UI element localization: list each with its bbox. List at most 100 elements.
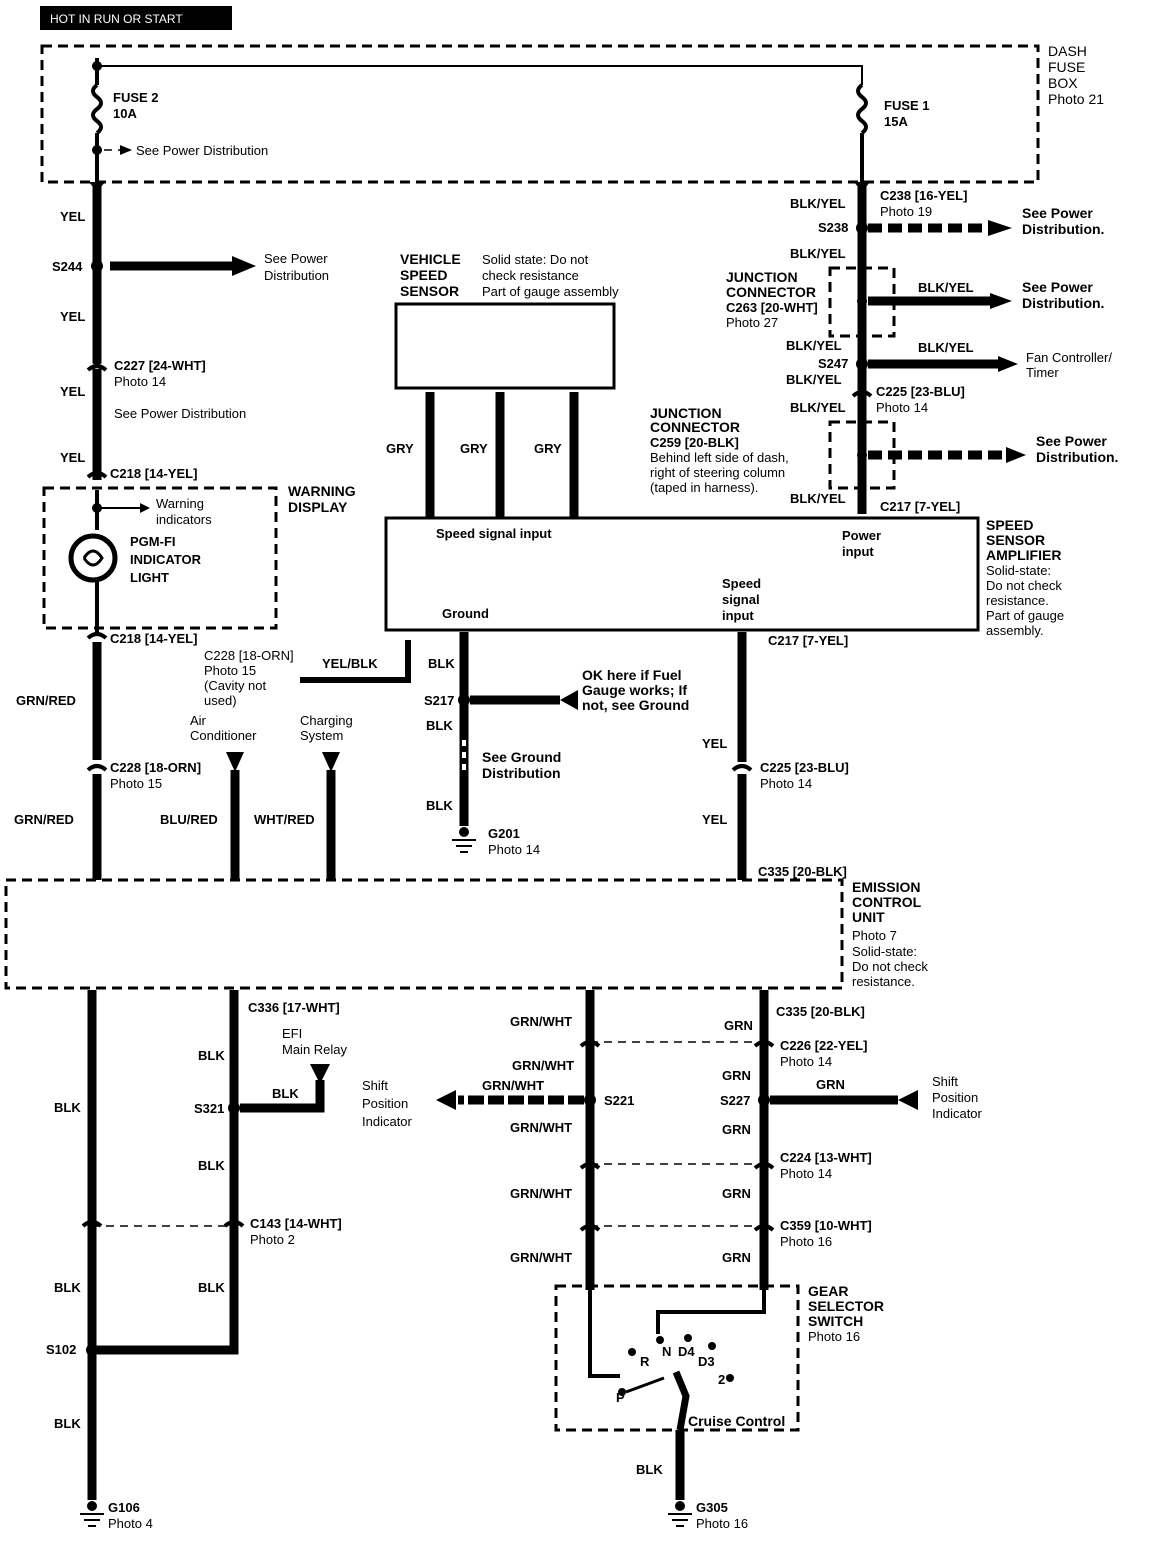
svg-text:GRN/RED: GRN/RED — [14, 812, 74, 827]
svg-text:See Ground: See Ground — [482, 749, 561, 765]
connector-c218-bottom: C218 [14-YEL] — [110, 631, 197, 646]
svg-text:P: P — [616, 1390, 625, 1405]
svg-text:Warning: Warning — [156, 496, 204, 511]
svg-text:GRN: GRN — [722, 1068, 751, 1083]
svg-text:Distribution.: Distribution. — [1036, 449, 1118, 465]
svg-text:2: 2 — [718, 1372, 725, 1387]
svg-text:Conditioner: Conditioner — [190, 728, 257, 743]
svg-text:resistance.: resistance. — [986, 593, 1049, 608]
svg-text:WHT/RED: WHT/RED — [254, 812, 315, 827]
svg-text:GRY: GRY — [460, 441, 488, 456]
svg-text:GRN/RED: GRN/RED — [16, 693, 76, 708]
svg-text:Photo 21: Photo 21 — [1048, 91, 1104, 107]
svg-text:GRN: GRN — [724, 1018, 753, 1033]
svg-text:YEL/BLK: YEL/BLK — [322, 656, 378, 671]
svg-text:input: input — [842, 544, 874, 559]
svg-text:INDICATOR: INDICATOR — [130, 552, 202, 567]
fuse-2-label: FUSE 2 — [113, 90, 159, 105]
header-box — [40, 6, 232, 30]
svg-text:DASH: DASH — [1048, 43, 1087, 59]
svg-text:Distribution: Distribution — [482, 765, 561, 781]
speed-sensor-amplifier-box — [384, 516, 980, 632]
svg-text:Solid state: Do not: Solid state: Do not — [482, 252, 589, 267]
svg-text:See Power Distribution: See Power Distribution — [114, 406, 246, 421]
svg-text:Cruise Control: Cruise Control — [688, 1413, 785, 1429]
connector-c225-bottom: C225 [23-BLU] — [760, 760, 849, 775]
dash-fuse-box-label: DASH FUSE BOX Photo 21 — [1048, 43, 1104, 107]
svg-text:not, see Ground: not, see Ground — [582, 697, 689, 713]
svg-text:(Cavity not: (Cavity not — [204, 678, 267, 693]
svg-text:Main Relay: Main Relay — [282, 1042, 348, 1057]
emission-control-unit-label: EMISSION CONTROL UNIT Photo 7 Solid-stat… — [852, 879, 928, 989]
svg-text:GRN/WHT: GRN/WHT — [510, 1120, 572, 1135]
svg-text:UNIT: UNIT — [852, 909, 885, 925]
svg-text:C259 [20-BLK]: C259 [20-BLK] — [650, 435, 739, 450]
gear-selector-switch-label: GEAR SELECTOR SWITCH Photo 16 — [808, 1283, 884, 1344]
svg-text:GRN/WHT: GRN/WHT — [510, 1014, 572, 1029]
svg-text:GRN: GRN — [722, 1186, 751, 1201]
warning-display-box — [42, 486, 278, 630]
svg-text:Photo 2: Photo 2 — [250, 1232, 295, 1247]
svg-text:OK here if Fuel: OK here if Fuel — [582, 667, 682, 683]
connector-c228-bottom: C228 [18-ORN] — [110, 760, 201, 775]
svg-text:AMPLIFIER: AMPLIFIER — [986, 547, 1061, 563]
svg-text:GRN: GRN — [722, 1250, 751, 1265]
gear-selector-switch-box — [554, 1284, 800, 1432]
svg-text:used): used) — [204, 693, 237, 708]
svg-text:BLU/RED: BLU/RED — [160, 812, 218, 827]
svg-text:R: R — [640, 1354, 650, 1369]
svg-text:JUNCTION: JUNCTION — [726, 269, 798, 285]
svg-text:Behind left side of dash,: Behind left side of dash, — [650, 450, 789, 465]
speed-sensor-amplifier-label: SPEED SENSOR AMPLIFIER Solid-state: Do n… — [986, 517, 1064, 638]
svg-text:Photo 14: Photo 14 — [780, 1166, 832, 1181]
see-power-distribution: See Power Distribution — [136, 143, 268, 158]
pgm-fi-label: PGM-FI — [130, 534, 176, 549]
svg-text:Part of gauge assembly: Part of gauge assembly — [482, 284, 619, 299]
svg-text:FUSE: FUSE — [1048, 59, 1085, 75]
svg-text:GRN: GRN — [722, 1122, 751, 1137]
svg-text:Position: Position — [362, 1096, 408, 1111]
svg-text:GRY: GRY — [386, 441, 414, 456]
svg-text:System: System — [300, 728, 343, 743]
svg-text:Photo 15: Photo 15 — [204, 663, 256, 678]
ground-g201-icon — [452, 827, 476, 853]
svg-text:Photo 16: Photo 16 — [780, 1234, 832, 1249]
svg-text:Charging: Charging — [300, 713, 353, 728]
svg-text:SPEED: SPEED — [400, 267, 447, 283]
svg-text:N: N — [662, 1344, 671, 1359]
svg-text:YEL: YEL — [60, 209, 85, 224]
svg-text:BLK: BLK — [636, 1462, 663, 1477]
svg-text:D4: D4 — [678, 1344, 695, 1359]
svg-text:BLK/YEL: BLK/YEL — [918, 280, 974, 295]
svg-text:BLK: BLK — [54, 1416, 81, 1431]
vehicle-speed-sensor-box — [394, 302, 616, 390]
svg-text:YEL: YEL — [60, 309, 85, 324]
svg-text:CONNECTOR: CONNECTOR — [726, 284, 816, 300]
fuse-1-label: FUSE 1 — [884, 98, 930, 113]
svg-text:Gauge works; If: Gauge works; If — [582, 682, 687, 698]
svg-text:Photo 4: Photo 4 — [108, 1516, 153, 1531]
svg-text:Do not check: Do not check — [852, 959, 928, 974]
svg-text:Indicator: Indicator — [362, 1114, 413, 1129]
junction-connector-c263-label: JUNCTION CONNECTOR C263 [20-WHT] Photo 2… — [726, 269, 818, 330]
svg-text:YEL: YEL — [60, 384, 85, 399]
svg-text:BLK/YEL: BLK/YEL — [918, 340, 974, 355]
svg-text:GRY: GRY — [534, 441, 562, 456]
svg-text:Photo 14: Photo 14 — [876, 400, 928, 415]
svg-text:Solid-state:: Solid-state: — [986, 563, 1051, 578]
connector-c238: C238 [16-YEL] — [880, 188, 967, 203]
dash-fuse-box-outline — [40, 44, 1040, 184]
header-label: HOT IN RUN OR START — [50, 12, 183, 26]
connector-c359: C359 [10-WHT] — [780, 1218, 872, 1233]
svg-text:GRN: GRN — [816, 1077, 845, 1092]
svg-text:G305: G305 — [696, 1500, 728, 1515]
svg-text:D3: D3 — [698, 1354, 715, 1369]
svg-text:Distribution.: Distribution. — [1022, 295, 1104, 311]
svg-text:BLK: BLK — [426, 798, 453, 813]
svg-text:Indicator: Indicator — [932, 1106, 983, 1121]
svg-text:Ground: Ground — [442, 606, 489, 621]
ground-g305-icon — [668, 1501, 692, 1527]
svg-text:GRN/WHT: GRN/WHT — [510, 1186, 572, 1201]
splice-s221: S221 — [604, 1093, 634, 1108]
